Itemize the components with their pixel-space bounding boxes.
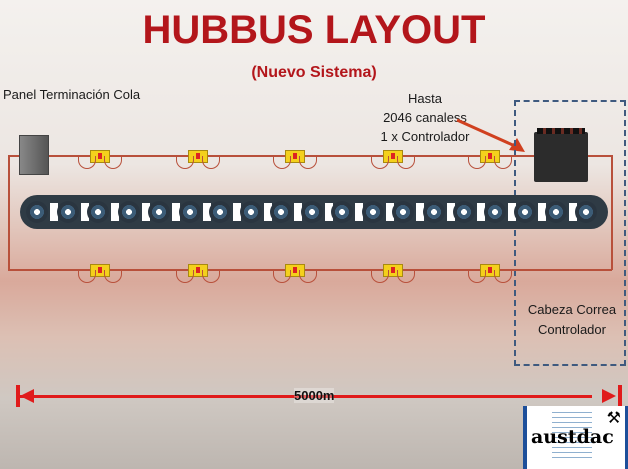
pick-hammer-icon: ⚒: [606, 410, 621, 427]
head-controller-label: Cabeza Correa Controlador: [518, 300, 626, 340]
belt-gap: [294, 203, 302, 221]
cable-loop: [494, 270, 512, 283]
logo-text: austdac: [531, 426, 614, 448]
capacity-line-2: 2046 canaless: [383, 110, 467, 125]
cable-loop: [175, 156, 194, 169]
right-return-cable: [611, 155, 613, 270]
cable-loop: [201, 270, 220, 283]
belt-gap: [385, 203, 394, 221]
conveyor-roller: [575, 201, 597, 223]
belt-gap: [416, 203, 424, 221]
cable-loop: [78, 156, 96, 169]
belt-gap: [50, 203, 58, 221]
cable-loop: [396, 270, 415, 283]
cable-loop: [494, 156, 512, 169]
conveyor-belt: [20, 195, 608, 229]
right-cable-stub: [588, 155, 612, 157]
cable-loop: [468, 270, 486, 283]
cable-loop: [370, 156, 389, 169]
conveyor-roller: [87, 201, 109, 223]
cable-loop: [370, 270, 389, 283]
conveyor-roller: [270, 201, 292, 223]
head-controller-zone: [514, 100, 626, 366]
cable-loop: [299, 156, 317, 169]
cable-loop: [396, 156, 415, 169]
belt-gap: [172, 203, 180, 221]
cable-loop: [78, 270, 96, 283]
cable-loop: [273, 270, 291, 283]
cable-loop: [104, 270, 122, 283]
belt-gap: [477, 203, 485, 221]
distance-label: 5000m: [294, 388, 335, 403]
belt-gap: [538, 203, 546, 221]
belt-gap: [568, 203, 577, 221]
distance-start-tick: [16, 385, 20, 407]
slide-subtitle: (Nuevo Sistema): [251, 64, 377, 81]
distance-line: [20, 395, 592, 398]
belt-gap: [324, 203, 333, 221]
tail-termination-panel: [19, 135, 49, 175]
cable-loop: [468, 156, 486, 169]
capacity-label: Hasta 2046 canaless 1 x Controlador: [370, 89, 480, 146]
conveyor-roller: [178, 201, 201, 223]
belt-gap: [111, 203, 119, 221]
logo-lines: [552, 412, 592, 462]
belt-gap: [233, 203, 241, 221]
head-label-line-2: Controlador: [538, 322, 606, 337]
cable-loop: [299, 270, 317, 283]
conveyor-roller: [300, 201, 323, 223]
cable-loop: [201, 156, 220, 169]
belt-gap: [446, 203, 455, 221]
left-cable-stub: [8, 155, 20, 157]
conveyor-roller: [56, 201, 79, 223]
head-label-line-1: Cabeza Correa: [527, 302, 617, 317]
belt-gap: [202, 203, 211, 221]
arrow-icon: [456, 118, 525, 152]
belt-gap: [80, 203, 89, 221]
conveyor-roller: [453, 201, 475, 223]
conveyor-roller: [392, 201, 414, 223]
belt-gap: [355, 203, 363, 221]
panel-termination-label: Panel Terminación Cola: [3, 87, 141, 102]
hubbus-controller: [534, 128, 588, 182]
belt-gap: [263, 203, 272, 221]
conveyor-roller: [361, 201, 384, 223]
distance-end-tick: [618, 385, 622, 407]
conveyor-roller: [544, 201, 567, 223]
arrow-left-icon: [20, 389, 34, 403]
cable-loop: [104, 156, 122, 169]
conveyor-roller: [209, 201, 231, 223]
slide-title: HUBBUS LAYOUT: [142, 8, 486, 52]
belt-gap: [141, 203, 150, 221]
cable-loop: [273, 156, 291, 169]
arrow-right-icon: [602, 389, 616, 403]
conveyor-roller: [331, 201, 353, 223]
conveyor-roller: [422, 201, 445, 223]
capacity-line-1: Hasta: [408, 91, 442, 106]
capacity-line-3: 1 x Controlador: [380, 129, 470, 144]
cable-loop: [175, 270, 194, 283]
conveyor-roller: [148, 201, 170, 223]
conveyor-roller: [26, 201, 48, 223]
belt-gap: [507, 203, 516, 221]
left-return-cable: [8, 155, 10, 270]
conveyor-roller: [117, 201, 140, 223]
conveyor-roller: [239, 201, 262, 223]
austdac-logo: ⚒ austdac: [523, 406, 628, 469]
conveyor-roller: [514, 201, 536, 223]
conveyor-roller: [483, 201, 506, 223]
